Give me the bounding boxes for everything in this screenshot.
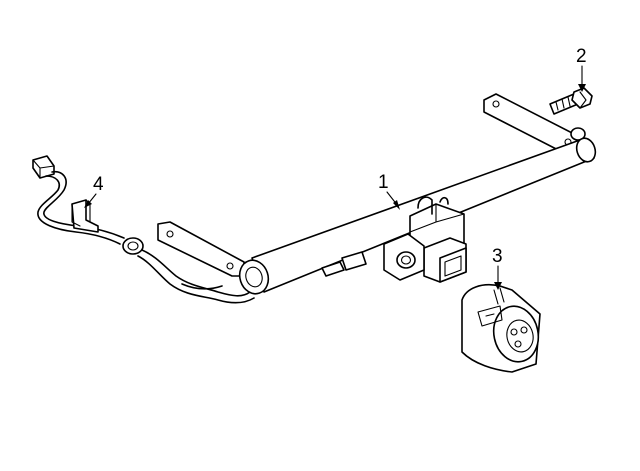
callout-label-1: 1 (378, 172, 389, 193)
socket-part (461, 284, 541, 373)
callout-label-4: 4 (93, 174, 104, 195)
callout-2: 2 (576, 46, 587, 92)
callout-4: 4 (84, 174, 104, 208)
callout-label-2: 2 (576, 46, 587, 67)
callout-label-3: 3 (492, 246, 503, 267)
callout-1: 1 (378, 172, 400, 210)
callout-3: 3 (492, 246, 503, 290)
wiring-harness-part (32, 155, 255, 304)
receiver-tube-part (157, 93, 597, 295)
bolt-part (549, 87, 593, 115)
